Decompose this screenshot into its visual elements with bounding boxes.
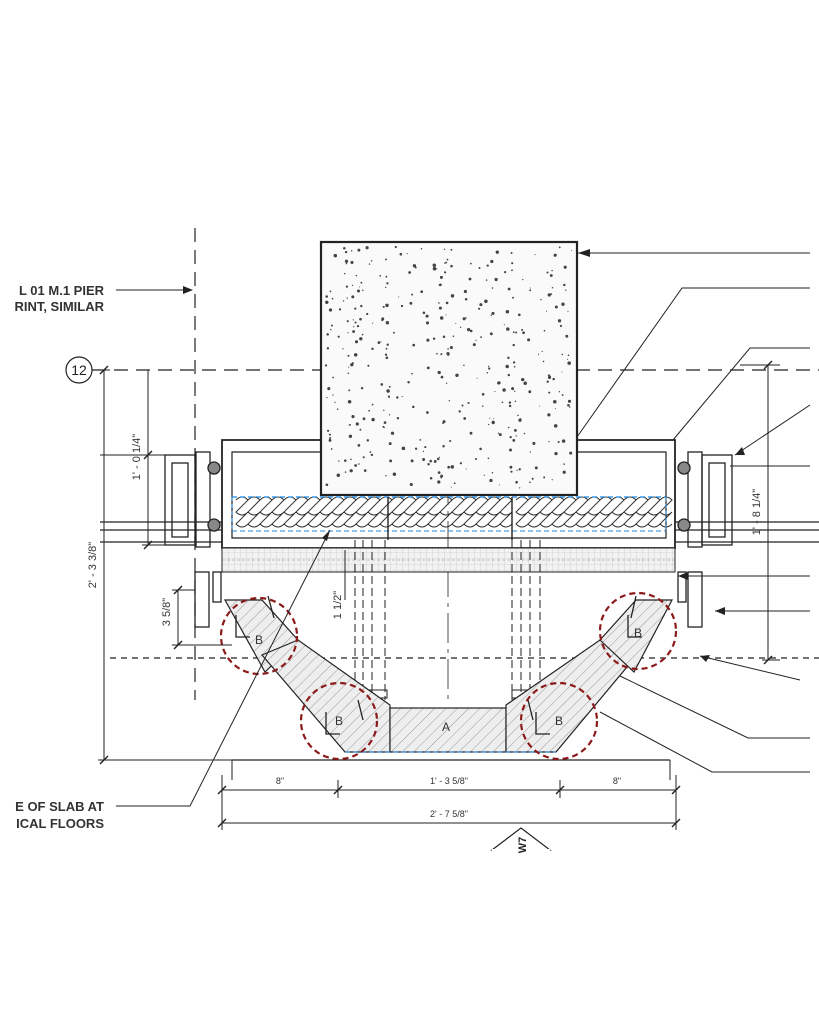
leader-arrowheads <box>183 249 745 662</box>
hanger-rods <box>354 540 541 700</box>
section-marker-label: W7 <box>517 837 529 854</box>
leader-lines <box>116 252 811 807</box>
dimension-ticks <box>99 360 773 828</box>
batt-insulation <box>235 496 673 528</box>
clip-angles <box>235 595 642 735</box>
pier-note-line2: RINT, SIMILAR <box>14 299 104 314</box>
dim-bottom-right: 8" <box>613 776 621 786</box>
precast-panels <box>223 599 673 761</box>
pier-note-line1: L 01 M.1 PIER <box>19 283 105 298</box>
panel-a <box>389 707 507 753</box>
concrete-speckle <box>324 245 573 489</box>
grid-bubble: 12 <box>65 356 93 384</box>
concrete-column <box>319 240 579 497</box>
dim-left-height: 2' - 3 3/8" <box>87 542 99 588</box>
grid-bubble-label: 12 <box>71 362 87 378</box>
highlight-circle-b4 <box>598 591 678 671</box>
highlight-circle-b1 <box>219 596 299 676</box>
slab-note-line1: E OF SLAB AT <box>15 799 104 814</box>
dim-left-upper: 1' - 0 1/4" <box>131 434 143 480</box>
panel-tag-a: A <box>442 720 450 734</box>
panel-b-left-lower <box>261 639 391 753</box>
panel-tag-b4: B <box>634 626 642 640</box>
highlight-circle-b3 <box>519 681 599 761</box>
panel-tag-b1: B <box>255 633 263 647</box>
panel-tag-b3: B <box>555 714 563 728</box>
dim-small-left: 3 5/8" <box>161 598 173 626</box>
panel-tag-b2: B <box>335 714 343 728</box>
dim-bottom-mid: 1' - 3 5/8" <box>430 776 468 786</box>
dimension-lines <box>98 364 780 830</box>
dim-gap: 1 1/2" <box>332 591 344 619</box>
dim-bottom-total: 2' - 7 5/8" <box>430 809 468 819</box>
dim-bottom-left: 8" <box>276 776 284 786</box>
dim-right-height: 1' - 8 1/4" <box>751 489 763 535</box>
panel-b-right-upper <box>599 599 673 673</box>
section-marker: W7 <box>490 827 552 854</box>
highlight-circles <box>219 591 678 761</box>
soffit-band <box>221 547 676 573</box>
panel-b-right-lower <box>505 639 638 753</box>
curtain-wall-left <box>100 451 222 628</box>
curtain-wall-right <box>675 451 819 628</box>
slab-note-line2: ICAL FLOORS <box>16 816 104 831</box>
highlight-circle-b2 <box>299 681 379 761</box>
